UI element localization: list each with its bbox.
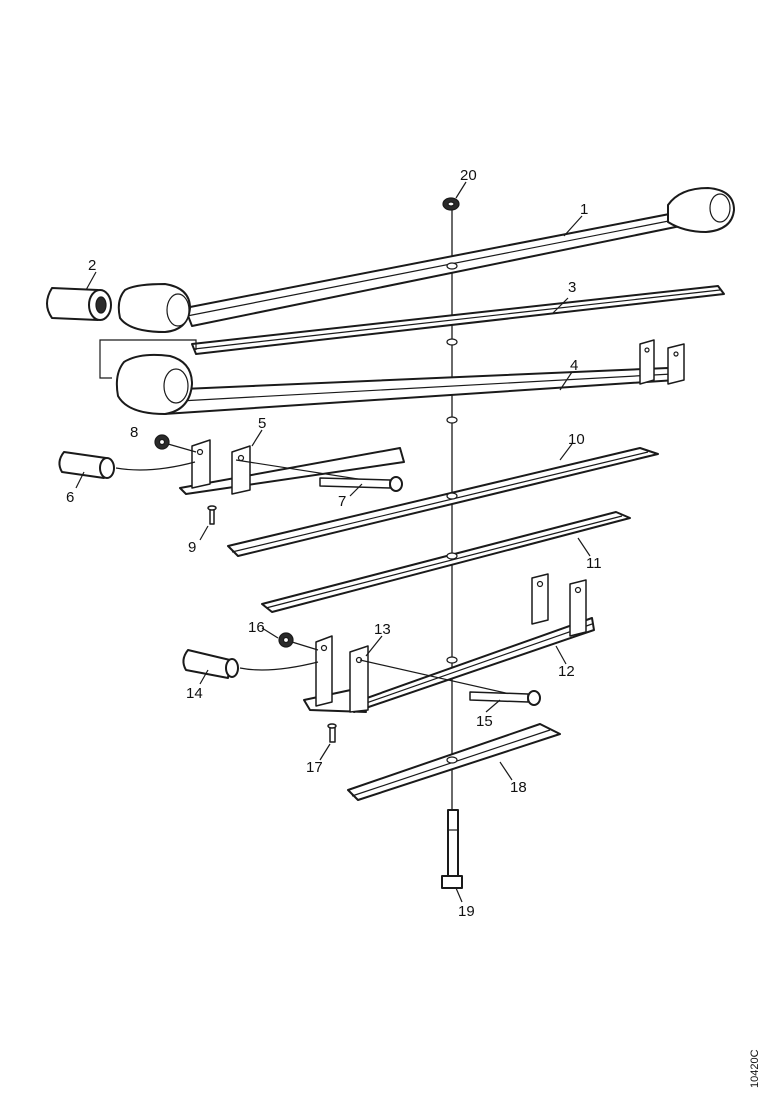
part-10-leaf: [227, 447, 659, 557]
callout-16: 16: [248, 619, 265, 636]
callout-11: 11: [586, 555, 602, 572]
part-8-nut: [154, 434, 197, 453]
part-13-clip-bracket: [303, 635, 369, 713]
part-9-small-bolt: [207, 505, 217, 525]
part-1-main-leaf: [117, 187, 735, 333]
part-6-bush: [58, 451, 196, 479]
callout-14: 14: [186, 685, 203, 702]
part-4-wrapped-leaf: [115, 339, 685, 424]
part-5-clip-bracket: [179, 439, 405, 495]
part-2-bush: [46, 287, 112, 321]
part-19-centre-bolt: [441, 809, 463, 889]
part-17-small-bolt: [327, 723, 337, 743]
callout-19: 19: [458, 903, 475, 920]
callout-4: 4: [570, 357, 578, 374]
callout-2: 2: [88, 257, 96, 274]
callout-9: 9: [188, 539, 196, 556]
part-18-leaf: [347, 723, 561, 801]
part-11-leaf: [261, 511, 631, 613]
part-15-bolt: [359, 659, 541, 706]
part-3-second-leaf: [191, 285, 725, 355]
eye-alignment-bracket: [99, 339, 197, 379]
callout-18: 18: [510, 779, 527, 796]
callout-5: 5: [258, 415, 266, 432]
callout-6: 6: [66, 489, 74, 506]
callout-8: 8: [130, 424, 138, 441]
figure-reference-number: 10420C: [749, 1049, 761, 1088]
callout-3: 3: [568, 279, 576, 296]
callout-13: 13: [374, 621, 391, 638]
callout-15: 15: [476, 713, 493, 730]
callout-17: 17: [306, 759, 323, 776]
part-20-nut: [442, 197, 460, 211]
callout-7: 7: [338, 493, 346, 510]
callout-leaders: [75, 181, 591, 903]
part-14-bush: [182, 649, 319, 679]
callout-1: 1: [580, 201, 588, 218]
part-12-clip-leaf: [349, 573, 595, 713]
part-16-nut: [278, 632, 319, 651]
callout-20: 20: [460, 167, 477, 184]
part-7-bolt: [235, 459, 403, 492]
callout-12: 12: [558, 663, 575, 680]
callout-10: 10: [568, 431, 585, 448]
